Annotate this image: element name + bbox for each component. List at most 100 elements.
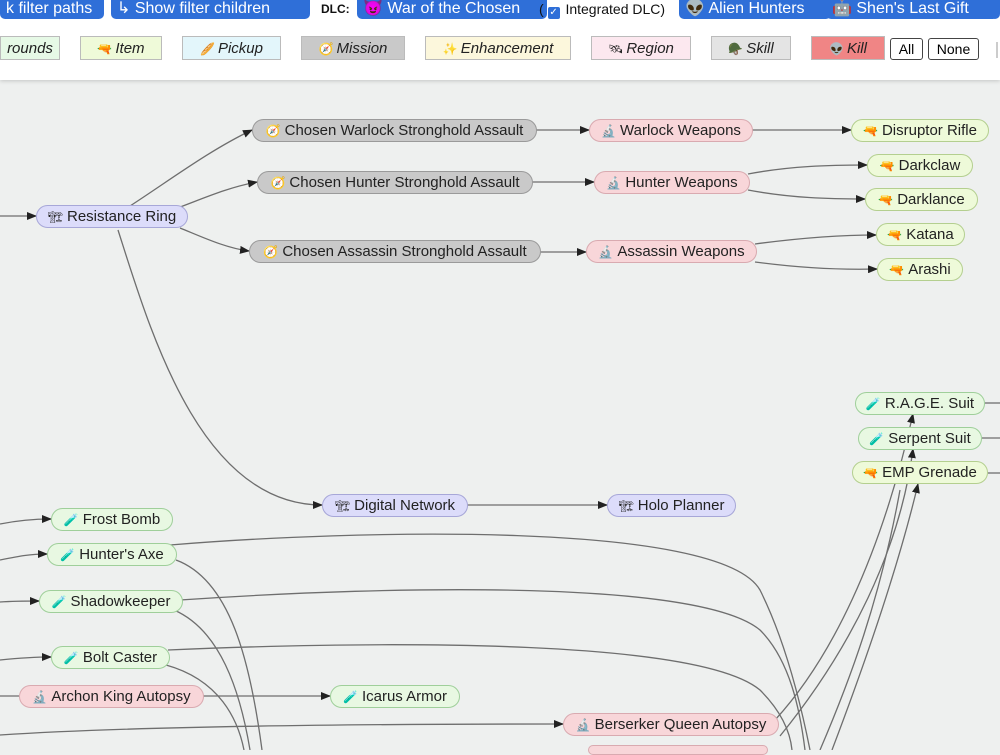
node-label: EMP Grenade: [882, 464, 977, 481]
node-label: Shadowkeeper: [70, 593, 171, 610]
alien-icon: 👽: [685, 0, 705, 17]
select-none-button[interactable]: None: [928, 38, 979, 60]
research-icon: 🏗: [618, 499, 634, 513]
node-warlock-weapons[interactable]: 🔬Warlock Weapons: [589, 119, 753, 142]
compass-icon: 🧭: [263, 245, 279, 259]
filter-pickup-label: Pickup: [217, 40, 263, 57]
microscope-icon: 🔬: [598, 245, 614, 259]
node-hunter-weapons[interactable]: 🔬Hunter Weapons: [594, 171, 750, 194]
vial-icon: 🧪: [865, 397, 881, 411]
node-label: R.A.G.E. Suit: [884, 395, 975, 412]
filter-region[interactable]: 🛰Region: [591, 36, 691, 60]
node-holo-planner[interactable]: 🏗Holo Planner: [607, 494, 736, 517]
node-berserker-queen-autopsy[interactable]: 🔬Berserker Queen Autopsy: [563, 713, 779, 736]
vial-icon: 🧪: [869, 432, 885, 446]
filter-mission-label: Mission: [336, 40, 388, 57]
microscope-icon: 🔬: [575, 718, 591, 732]
filter-pickup[interactable]: 🥖Pickup: [182, 36, 281, 60]
node-label: Frost Bomb: [82, 511, 161, 528]
gun-icon: 🔫: [887, 228, 903, 242]
node-katana[interactable]: 🔫Katana: [876, 223, 965, 246]
filter-rounds[interactable]: rounds: [0, 36, 60, 60]
dlc-shens-last-gift-label: Shen's Last Gift: [856, 0, 969, 17]
node-darkclaw[interactable]: 🔫Darkclaw: [867, 154, 973, 177]
compass-icon: 🧭: [265, 124, 281, 138]
sparkle-icon: ✨: [442, 42, 458, 56]
node-label: Arashi: [908, 261, 951, 278]
vial-icon: 🧪: [51, 595, 67, 609]
helmet-icon: 🪖: [728, 42, 744, 56]
compass-icon: 🧭: [270, 176, 286, 190]
filter-mission[interactable]: 🧭Mission: [301, 36, 405, 60]
satellite-icon: 🛰: [608, 42, 624, 56]
node-chosen-warlock-stronghold-assault[interactable]: 🧭Chosen Warlock Stronghold Assault: [252, 119, 537, 142]
node-partial-offscreen[interactable]: [588, 745, 768, 755]
node-chosen-assassin-stronghold-assault[interactable]: 🧭Chosen Assassin Stronghold Assault: [249, 240, 541, 263]
node-arashi[interactable]: 🔫Arashi: [877, 258, 963, 281]
research-icon: 🏗: [47, 210, 63, 224]
node-label: Chosen Hunter Stronghold Assault: [289, 174, 520, 191]
dlc-war-of-the-chosen-button[interactable]: 😈 War of the Chosen: [357, 0, 547, 19]
integrated-dlc-checkbox[interactable]: ✓: [547, 7, 560, 19]
dlc-more-button[interactable]: [990, 0, 1000, 19]
node-emp-grenade[interactable]: 🔫EMP Grenade: [852, 461, 988, 484]
node-resistance-ring[interactable]: 🏗Resistance Ring: [36, 205, 188, 228]
gun-icon: 🔫: [879, 159, 895, 173]
node-darklance[interactable]: 🔫Darklance: [865, 188, 978, 211]
node-assassin-weapons[interactable]: 🔬Assassin Weapons: [586, 240, 757, 263]
microscope-icon: 🔬: [606, 176, 622, 190]
filter-kill[interactable]: 👽Kill: [811, 36, 885, 60]
filter-item[interactable]: 🔫Item: [80, 36, 162, 60]
filter-skill-label: Skill: [746, 40, 774, 57]
vial-icon: 🧪: [63, 513, 79, 527]
node-label: Icarus Armor: [361, 688, 447, 705]
node-label: Holo Planner: [637, 497, 725, 514]
filter-skill[interactable]: 🪖Skill: [711, 36, 791, 60]
filter-kill-label: Kill: [846, 40, 867, 57]
dlc-alien-hunters-button[interactable]: 👽 Alien Hunters: [679, 0, 831, 19]
show-filter-children-label: ↳ Show filter children: [117, 0, 271, 17]
node-label: Warlock Weapons: [620, 122, 741, 139]
node-label: Darkclaw: [898, 157, 961, 174]
robot-icon: 🤖: [832, 0, 852, 17]
node-label: Berserker Queen Autopsy: [594, 716, 767, 733]
node-shadowkeeper[interactable]: 🧪Shadowkeeper: [39, 590, 183, 613]
node-label: Disruptor Rifle: [881, 122, 977, 139]
node-label: Chosen Assassin Stronghold Assault: [282, 243, 527, 260]
node-chosen-hunter-stronghold-assault[interactable]: 🧭Chosen Hunter Stronghold Assault: [257, 171, 533, 194]
microscope-icon: 🔬: [32, 690, 48, 704]
dlc-alien-hunters-label: Alien Hunters: [708, 0, 805, 17]
filter-enhancement-label: Enhancement: [460, 40, 554, 57]
vial-icon: 🧪: [343, 690, 358, 704]
filter-paths-label: k filter paths: [6, 0, 93, 17]
node-label: Assassin Weapons: [617, 243, 745, 260]
integrated-dlc-toggle[interactable]: ( ✓ Integrated DLC): [539, 1, 665, 19]
vial-icon: 🧪: [63, 651, 79, 665]
node-label: Serpent Suit: [888, 430, 971, 447]
node-frost-bomb[interactable]: 🧪Frost Bomb: [51, 508, 173, 531]
node-serpent-suit[interactable]: 🧪Serpent Suit: [858, 427, 982, 450]
filter-region-label: Region: [626, 40, 674, 57]
node-archon-king-autopsy[interactable]: 🔬Archon King Autopsy: [19, 685, 204, 708]
node-digital-network[interactable]: 🏗Digital Network: [322, 494, 468, 517]
node-hunters-axe[interactable]: 🧪Hunter's Axe: [47, 543, 177, 566]
gun-icon: 🔫: [889, 263, 905, 277]
node-rage-suit[interactable]: 🧪R.A.G.E. Suit: [855, 392, 985, 415]
node-icarus-armor[interactable]: 🧪Icarus Armor: [330, 685, 460, 708]
microscope-icon: 🔬: [601, 124, 617, 138]
node-disruptor-rifle[interactable]: 🔫Disruptor Rifle: [851, 119, 989, 142]
filter-rounds-label: rounds: [7, 40, 53, 57]
node-bolt-caster[interactable]: 🧪Bolt Caster: [51, 646, 170, 669]
pickup-icon: 🥖: [200, 42, 215, 56]
toolbar: k filter paths ↳ Show filter children DL…: [0, 0, 1000, 80]
filter-enhancement[interactable]: ✨Enhancement: [425, 36, 571, 60]
separator: [996, 42, 998, 58]
compass-icon: 🧭: [318, 42, 334, 56]
research-icon: 🏗: [334, 499, 351, 513]
alien-icon: 👽: [829, 42, 844, 56]
show-filter-children-button[interactable]: ↳ Show filter children: [111, 0, 310, 19]
filter-paths-button[interactable]: k filter paths: [0, 0, 104, 19]
select-all-button[interactable]: All: [890, 38, 923, 60]
dlc-shens-last-gift-button[interactable]: 🤖 Shen's Last Gift: [826, 0, 998, 19]
